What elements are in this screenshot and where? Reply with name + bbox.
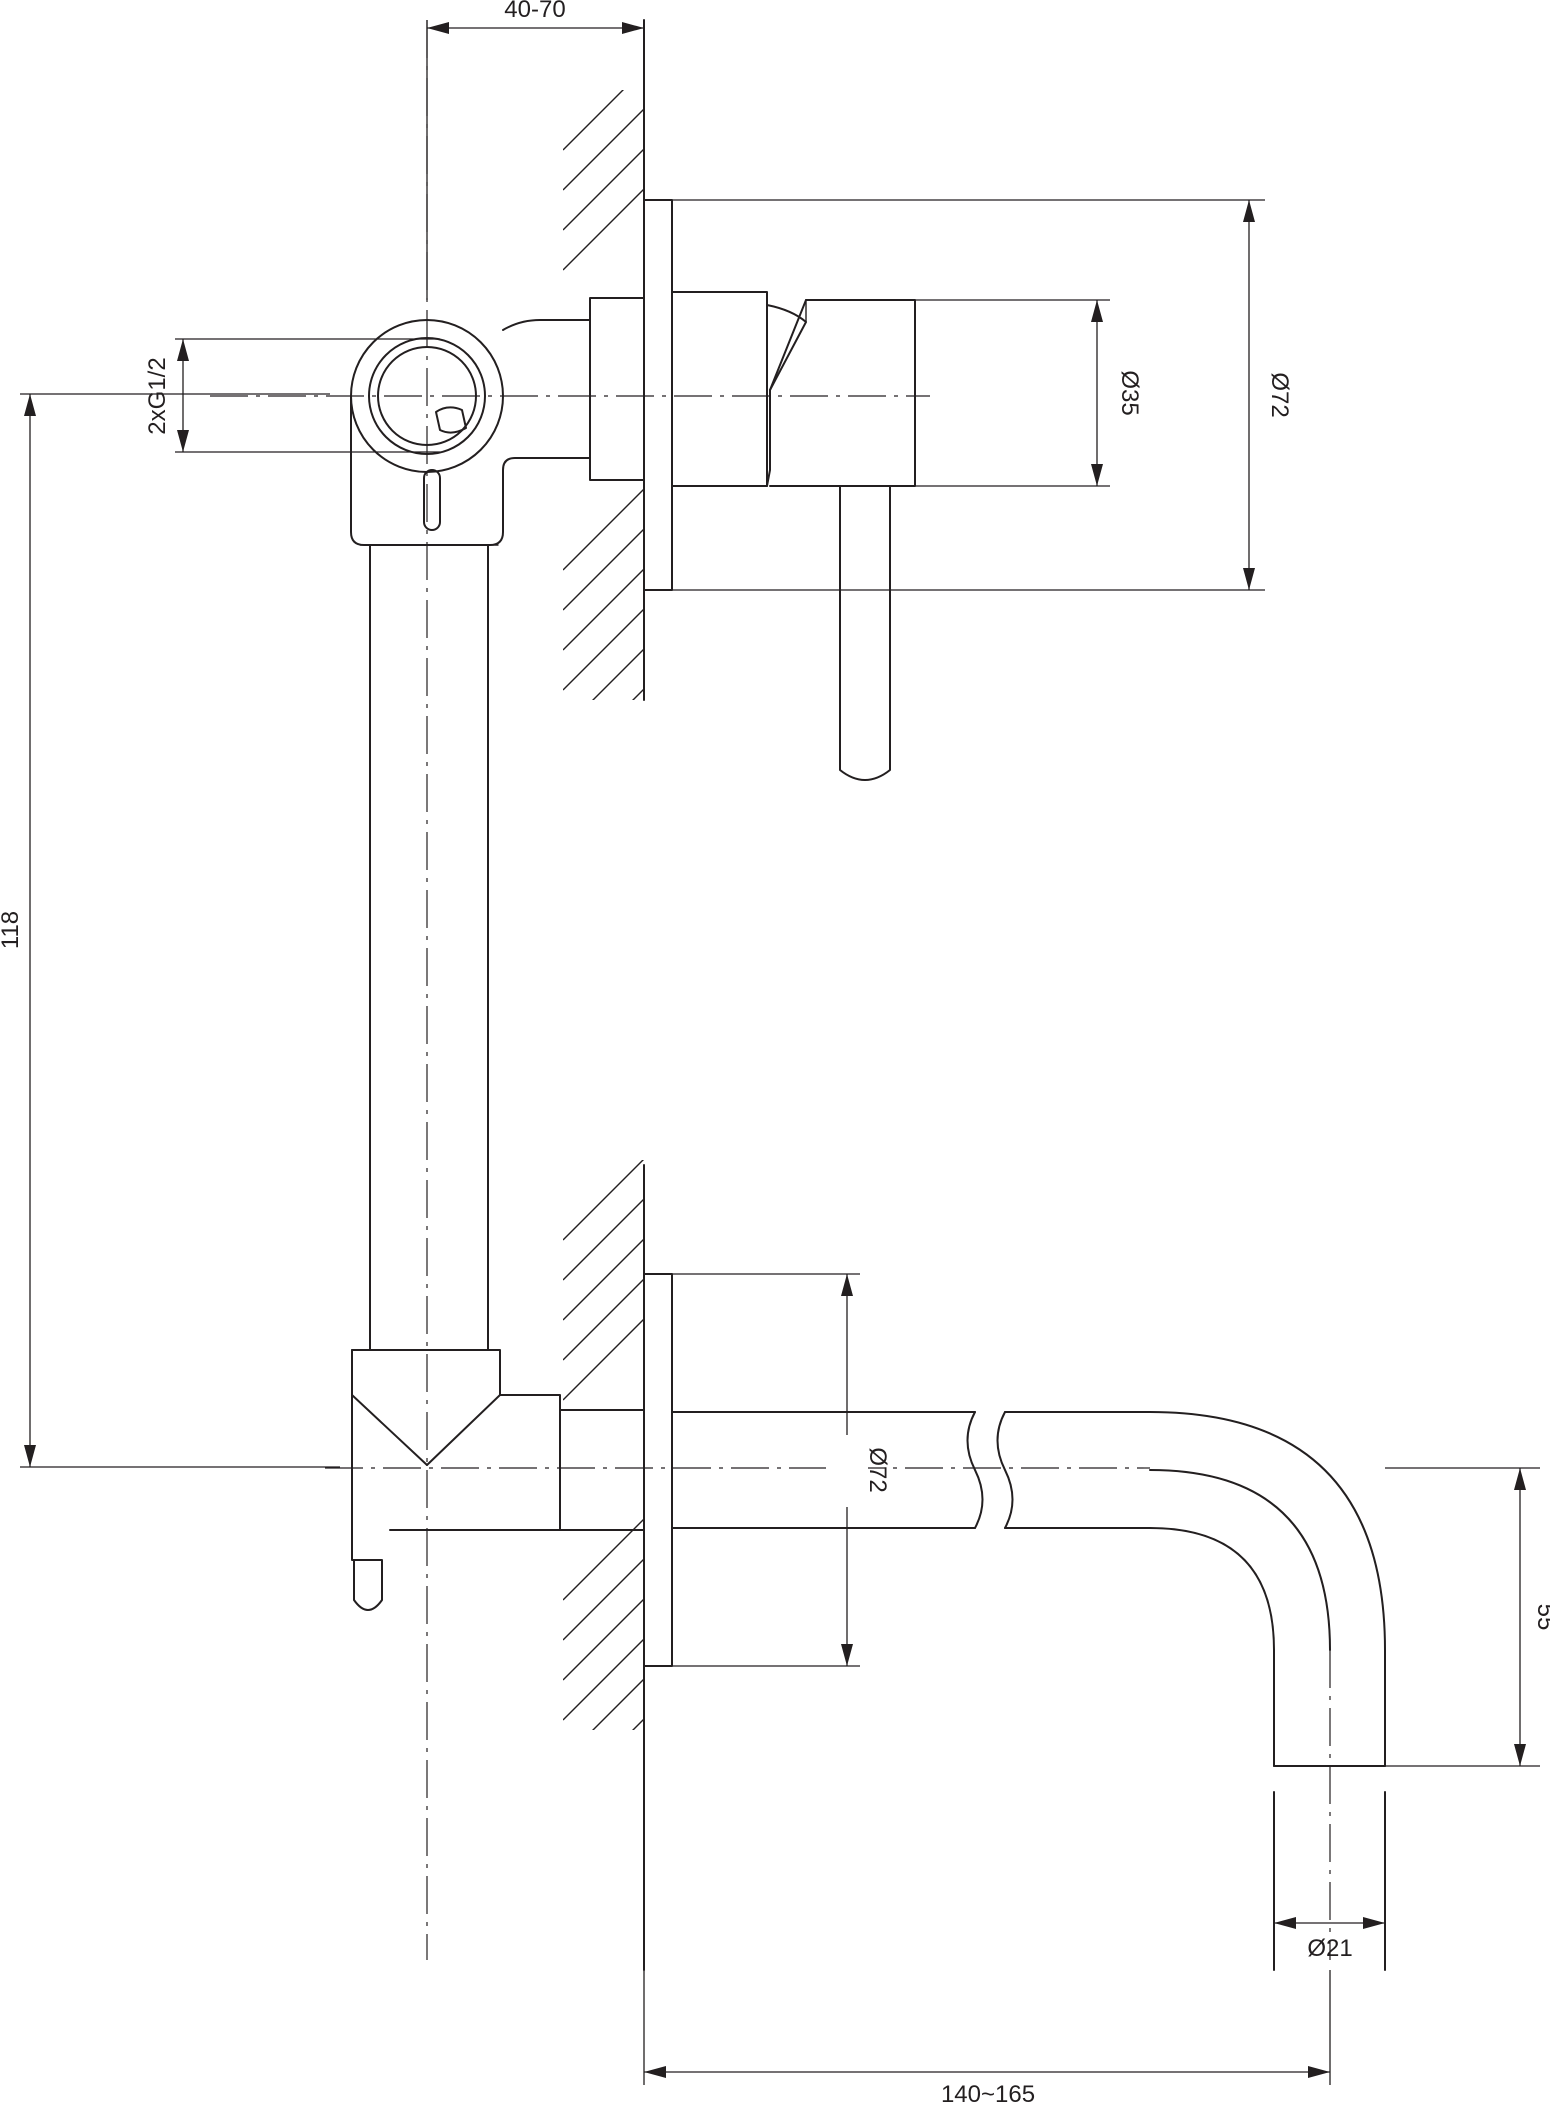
lower-rosette <box>559 1273 673 1667</box>
lever-handle <box>839 485 891 781</box>
inlet-valve-body <box>350 319 591 546</box>
dimension-vertical-pipe: 118 <box>0 394 36 1467</box>
spout-diameter-label: Ø21 <box>1307 1935 1352 1962</box>
spout <box>671 1411 1386 1971</box>
lower-rosette-diameter-label: Ø72 <box>864 1447 891 1492</box>
spout-drop-label: 55 <box>1532 1604 1550 1631</box>
dimension-inlet-thread: 2xG1/2 <box>144 339 189 452</box>
upper-wall-hatching <box>563 90 644 700</box>
dimension-lower-rosette-diameter: Ø72 <box>826 1274 891 1666</box>
extension-lines <box>20 20 1540 2085</box>
spout-reach-label: 140~165 <box>941 2081 1035 2108</box>
upper-wall-section <box>563 19 645 701</box>
dimension-spout-drop: 55 <box>1514 1468 1550 1766</box>
center-lines <box>210 20 1331 1960</box>
dimension-spout-diameter: Ø21 <box>1274 1917 1385 1962</box>
wall-depth-label: 40-70 <box>504 0 565 23</box>
lower-wall-section <box>563 1160 645 1971</box>
inlet-thread-label: 2xG1/2 <box>144 357 171 434</box>
vertical-pipe-label: 118 <box>0 911 24 949</box>
dimension-handle-body-diameter: Ø35 <box>1091 300 1143 486</box>
dimension-spout-reach: 140~165 <box>644 2066 1330 2108</box>
lower-wall-hatching <box>563 1160 644 1730</box>
outlet-elbow <box>351 1349 561 1611</box>
vertical-pipe <box>359 544 499 1351</box>
dimension-upper-rosette-diameter: Ø72 <box>1243 200 1293 590</box>
dimension-wall-depth: 40-70 <box>427 0 644 34</box>
handle-body-diameter-label: Ø35 <box>1116 370 1143 415</box>
upper-rosette-diameter-label: Ø72 <box>1266 372 1293 417</box>
handle-body <box>671 291 916 487</box>
